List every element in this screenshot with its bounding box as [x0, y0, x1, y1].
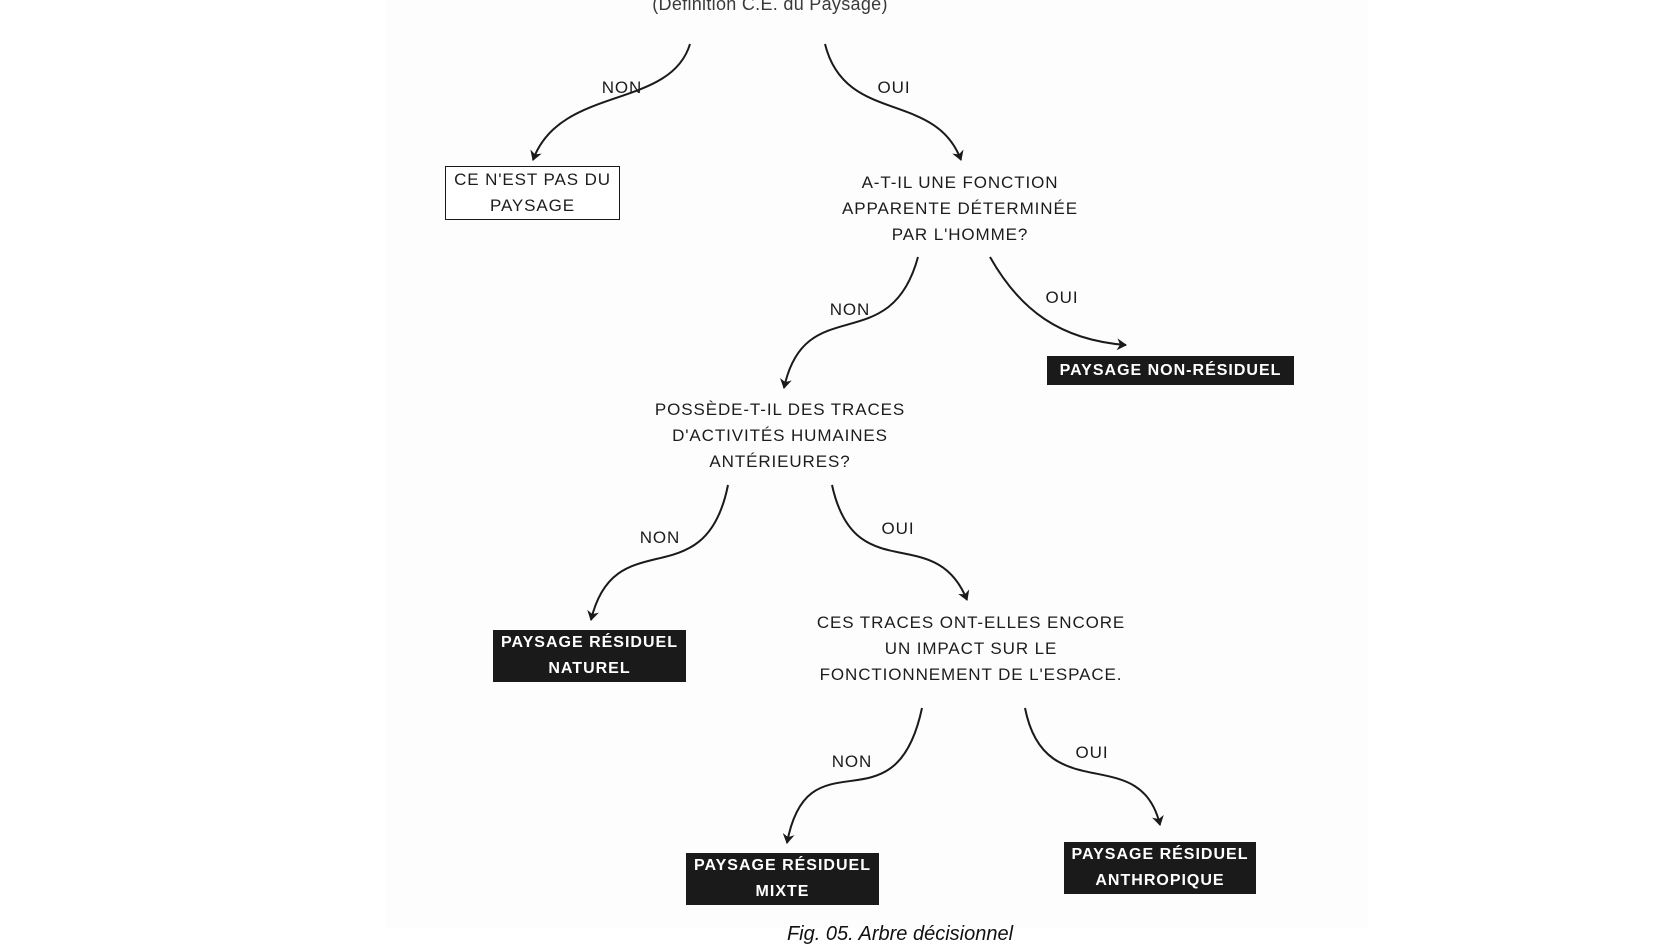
edge-label-q1-no: NON — [829, 300, 871, 319]
edge-q1-no — [780, 256, 919, 389]
outcome-natural: PAYSAGE RÉSIDUEL NATUREL — [493, 630, 686, 682]
edge-label-q3-no: NON — [831, 752, 873, 771]
question-human-traces: POSSÈDE-T-IL DES TRACES D'ACTIVITÉS HUMA… — [654, 400, 906, 471]
edge-q2-yes — [831, 484, 970, 601]
question-traces-impact: CES TRACES ONT-ELLES ENCORE UN IMPACT SU… — [816, 613, 1126, 684]
edge-label-q3-yes: OUI — [1075, 743, 1109, 762]
edge-q3-no — [782, 707, 923, 844]
edge-label-q2-yes: OUI — [881, 519, 915, 538]
outcome-mixed: PAYSAGE RÉSIDUEL MIXTE — [686, 853, 879, 905]
edge-label-root-yes: OUI — [877, 78, 911, 97]
root-question: (Définition C.E. du Paysage) — [652, 0, 888, 14]
edge-root-no — [530, 43, 691, 161]
edge-q2-no — [587, 484, 729, 621]
diagram-panel — [386, 0, 1368, 928]
question-human-function: A-T-IL UNE FONCTION APPARENTE DÉTERMINÉE… — [842, 173, 1078, 244]
edge-label-root-no: NON — [601, 78, 643, 97]
edge-label-q2-no: NON — [639, 528, 681, 547]
edge-label-q1-yes: OUI — [1045, 288, 1079, 307]
edge-q3-yes — [1024, 707, 1164, 826]
outcome-not-landscape: CE N'EST PAS DU PAYSAGE — [445, 166, 620, 220]
edge-root-yes — [824, 43, 964, 161]
figure-caption: Fig. 05. Arbre décisionnel — [786, 923, 1014, 945]
outcome-anthropic: PAYSAGE RÉSIDUEL ANTHROPIQUE — [1064, 842, 1256, 894]
edge-q1-yes — [989, 256, 1127, 351]
outcome-non-residual: PAYSAGE NON-RÉSIDUEL — [1047, 356, 1294, 385]
